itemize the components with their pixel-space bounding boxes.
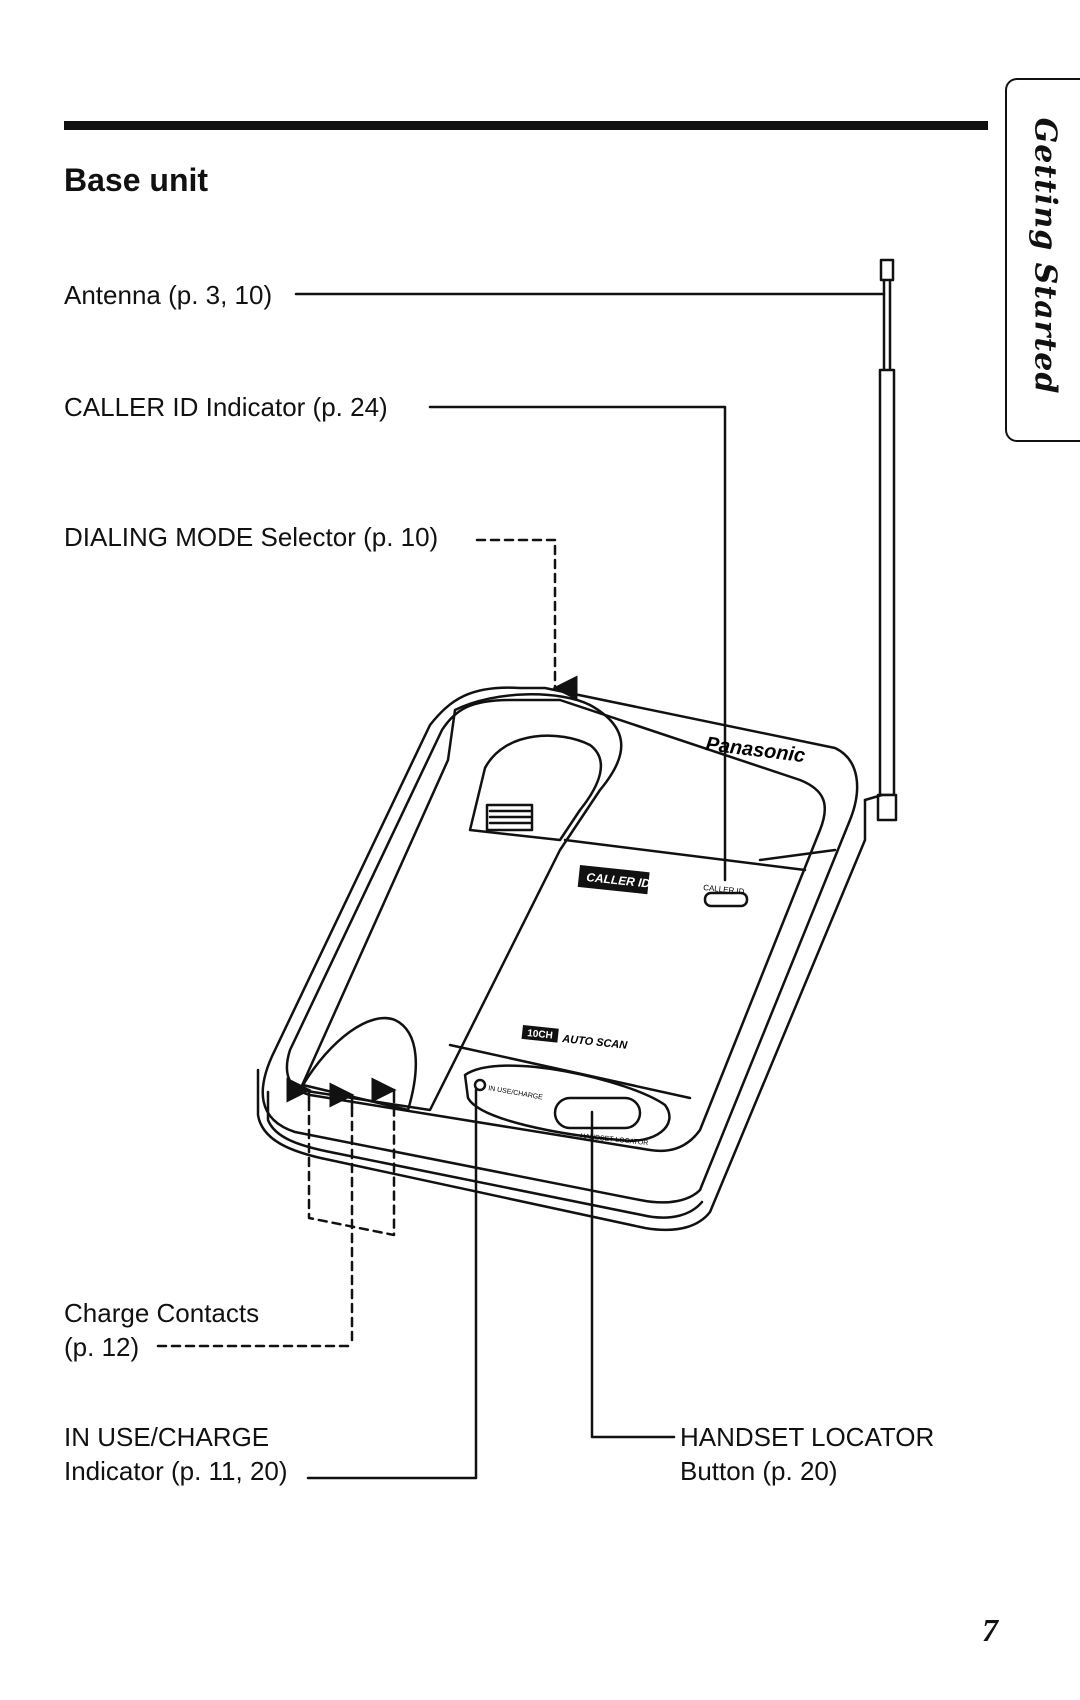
caller-id-badge-text: CALLER ID (586, 870, 651, 891)
panel-controls (473, 891, 749, 1130)
handset-locator-page: Button (p. 20) (680, 1456, 838, 1486)
antenna-label: Antenna (p. 3, 10) (64, 280, 273, 310)
side-tab (1005, 78, 1080, 442)
caller-id-small-text: CALLER ID (703, 883, 745, 896)
antenna-drawing (876, 258, 898, 822)
leader-lines (156, 292, 886, 1480)
handset-cradle (285, 693, 827, 1153)
channels-badge (521, 1025, 559, 1043)
caller-id-indicator-label: CALLER ID Indicator (p. 24) (64, 392, 388, 422)
base-body-outline (256, 686, 884, 1232)
page-number: 7 (982, 1612, 998, 1648)
header-rule (64, 121, 988, 130)
charge-contacts-page: (p. 12) (64, 1332, 140, 1362)
dialing-mode-selector-label: DIALING MODE Selector (p. 10) (64, 522, 439, 552)
channels-text: 10CH (527, 1028, 554, 1042)
in-use-charge-page: Indicator (p. 11, 20) (64, 1456, 288, 1486)
handset-locator-label: HANDSET LOCATOR (680, 1422, 935, 1452)
charge-contacts-label: Charge Contacts (64, 1298, 260, 1328)
caller-id-badge (577, 865, 650, 895)
section-title: Base unit (64, 162, 209, 198)
in-use-charge-label: IN USE/CHARGE (64, 1422, 270, 1452)
